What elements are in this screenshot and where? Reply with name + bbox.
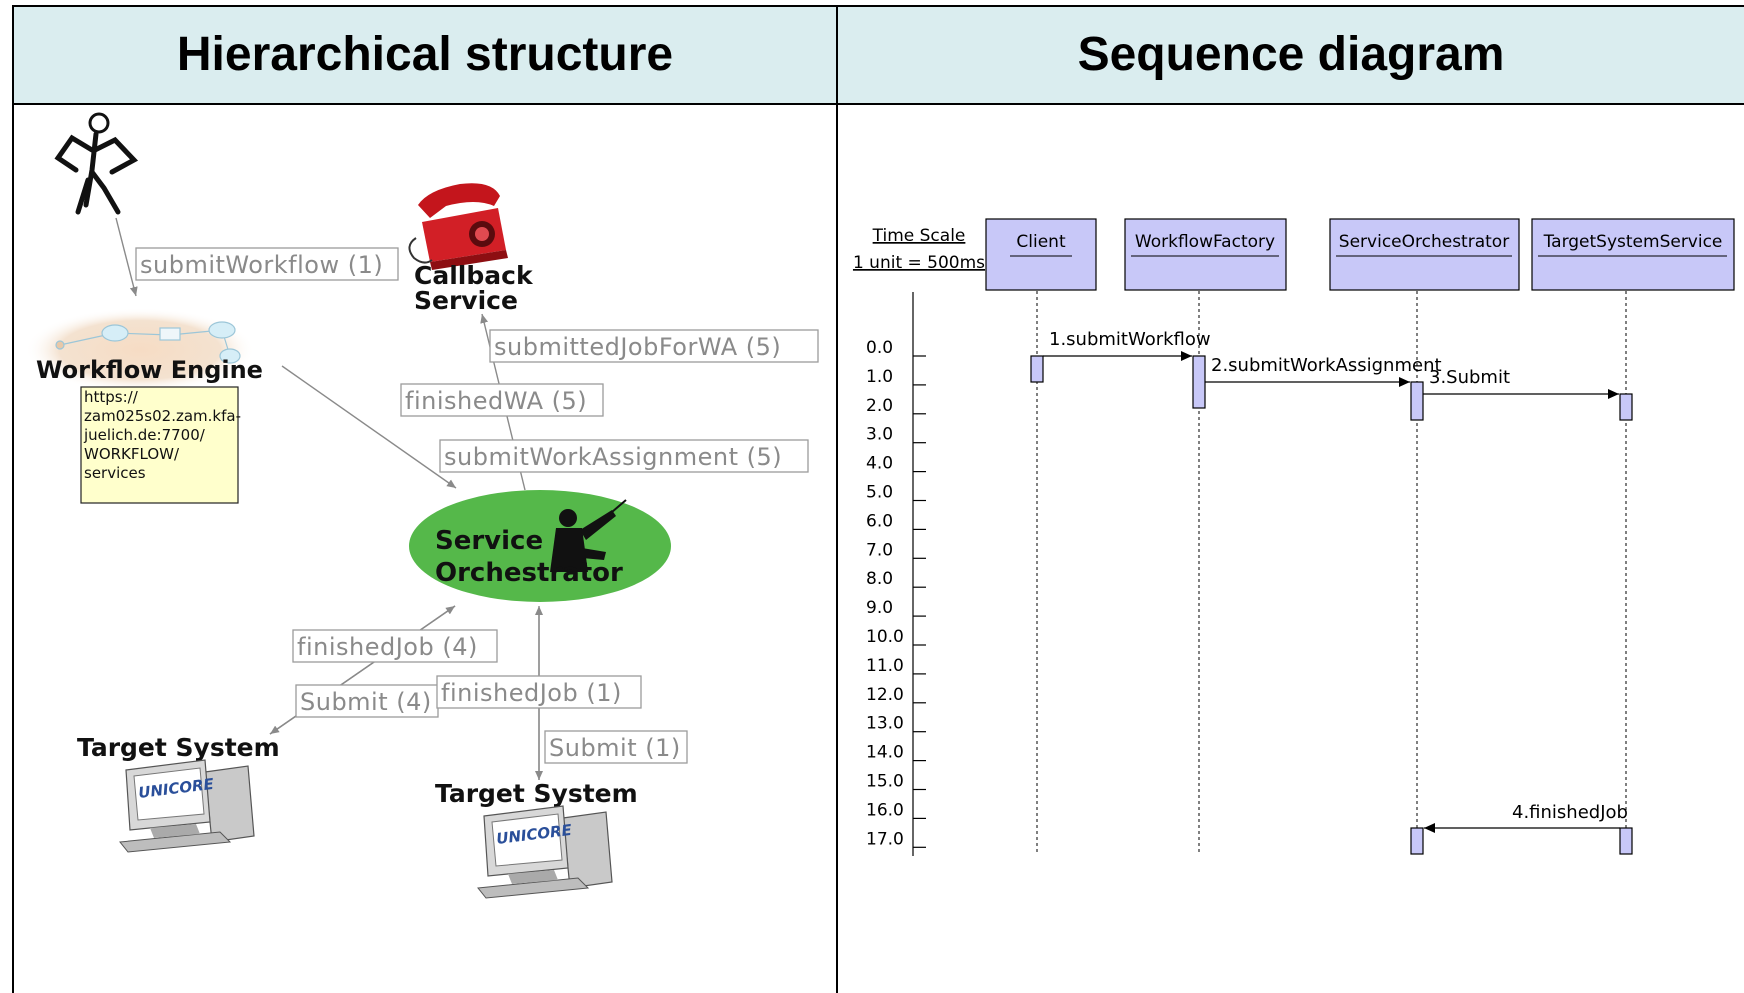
message-submit: 3.Submit (1423, 367, 1619, 399)
tick-label: 11.0 (866, 656, 904, 676)
svg-text:submittedJobForWA (5): submittedJobForWA (5) (494, 333, 781, 361)
left-header-title: Hierarchical structure (176, 27, 674, 81)
activation-client (1030, 355, 1044, 383)
label-finished-job-1: finishedJob (1) (436, 675, 642, 709)
participant-label: WorkflowFactory (1135, 232, 1275, 252)
label-submit-4: Submit (4) (295, 684, 439, 718)
tick-label: 4.0 (866, 454, 893, 474)
svg-text:Submit (1): Submit (1) (549, 734, 681, 762)
right-header: Sequence diagram (838, 5, 1744, 105)
label-submit-work-assignment: submitWorkAssignment (5) (439, 439, 809, 473)
label-submit-workflow: submitWorkflow (1) (135, 247, 399, 281)
computer-icon: UNICORE (119, 759, 255, 853)
tick-label: 8.0 (866, 569, 893, 589)
activation-target-2 (1619, 827, 1633, 855)
right-header-title: Sequence diagram (1077, 27, 1505, 81)
message-finished-job: 4.finishedJob (1424, 802, 1628, 833)
arrow-user-to-engine (115, 217, 138, 297)
activation-target-1 (1619, 393, 1633, 421)
stick-figure-icon (54, 112, 139, 215)
arrow-engine-to-orchestrator (281, 365, 457, 489)
tick-label: 10.0 (866, 627, 904, 647)
workflow-engine-title: Workflow Engine (36, 356, 263, 384)
participant-label: Client (1016, 232, 1066, 252)
time-ticks: 0.0 1.0 2.0 3.0 4.0 5.0 6.0 7.0 8.0 9.0 10.0 11.0 12… (866, 338, 926, 849)
tick-label: 9.0 (866, 598, 893, 618)
tick-label: 2.0 (866, 396, 893, 416)
sequence-diagram: Time Scale 1 unit = 500ms 0.0 1.0 2.0 3.0 4.… (853, 218, 1735, 856)
callback-service-line1: Callback (414, 261, 534, 290)
svg-text:finishedJob (4): finishedJob (4) (297, 633, 478, 661)
tick-label: 13.0 (866, 714, 904, 734)
message-submit-workflow: 1.submitWorkflow (1043, 329, 1211, 361)
column-divider (836, 5, 838, 993)
tick-label: 6.0 (866, 511, 893, 531)
svg-text:submitWorkAssignment (5): submitWorkAssignment (5) (444, 443, 782, 471)
tick-label: 14.0 (866, 743, 904, 763)
activation-orchestrator-2 (1410, 827, 1424, 855)
tooltip-line: zam025s02.zam.kfa- (84, 407, 241, 425)
service-orchestrator-node: Service Orchestrator (409, 490, 671, 602)
tooltip-line: services (84, 464, 146, 482)
hierarchy-diagram: Callback Service Workflow Engine https:/… (25, 112, 819, 899)
label-submitted-job-for-wa: submittedJobForWA (5) (489, 329, 819, 363)
label-finished-wa: finishedWA (5) (400, 383, 604, 417)
tick-label: 1.0 (866, 367, 893, 387)
tooltip-line: juelich.de:7700/ (83, 426, 206, 444)
participant-client: Client (985, 218, 1097, 291)
svg-text:submitWorkflow (1): submitWorkflow (1) (140, 251, 383, 279)
tick-label: 16.0 (866, 800, 904, 820)
computer-icon: UNICORE (477, 805, 613, 899)
tooltip-line: WORKFLOW/ (84, 445, 180, 463)
svg-text:finishedJob (1): finishedJob (1) (441, 679, 622, 707)
tick-label: 15.0 (866, 772, 904, 792)
svg-text:finishedWA (5): finishedWA (5) (405, 387, 587, 415)
workflow-network-icon (55, 321, 241, 364)
callback-service-line2: Service (414, 286, 518, 315)
time-scale-unit: 1 unit = 500ms (853, 253, 985, 273)
activations (1030, 355, 1633, 855)
target-system-label: Target System (77, 733, 280, 762)
tick-label: 7.0 (866, 540, 893, 560)
endpoint-tooltip: https:// zam025s02.zam.kfa- juelich.de:7… (80, 386, 241, 504)
svg-text:1.submitWorkflow: 1.submitWorkflow (1049, 329, 1211, 350)
tick-label: 0.0 (866, 338, 893, 358)
svg-text:4.finishedJob: 4.finishedJob (1512, 802, 1628, 823)
left-header: Hierarchical structure (12, 5, 838, 105)
orchestrator-line1: Service (435, 526, 543, 556)
participant-target-system-service: TargetSystemService (1531, 218, 1735, 291)
red-telephone-icon (408, 183, 508, 270)
tooltip-line: https:// (84, 388, 139, 406)
table-frame (12, 5, 1744, 993)
tick-label: 3.0 (866, 425, 893, 445)
svg-text:3.Submit: 3.Submit (1429, 367, 1510, 388)
participant-workflow-factory: WorkflowFactory (1124, 218, 1287, 291)
target-system-label: Target System (435, 779, 638, 808)
message-submit-work-assignment: 2.submitWorkAssignment (1205, 355, 1442, 387)
svg-text:2.submitWorkAssignment: 2.submitWorkAssignment (1211, 355, 1442, 376)
tick-label: 17.0 (866, 829, 904, 849)
tick-label: 5.0 (866, 483, 893, 503)
time-scale-title: Time Scale (872, 226, 966, 246)
orchestrator-line2: Orchestrator (435, 558, 623, 588)
conductor-icon (550, 499, 627, 572)
workflow-engine-node: Workflow Engine (25, 308, 263, 392)
activation-orchestrator-1 (1410, 381, 1424, 421)
participant-service-orchestrator: ServiceOrchestrator (1329, 218, 1520, 291)
svg-text:Submit (4): Submit (4) (300, 688, 432, 716)
label-finished-job-4: finishedJob (4) (292, 629, 498, 663)
participant-label: ServiceOrchestrator (1339, 232, 1509, 252)
tick-label: 12.0 (866, 685, 904, 705)
activation-workflow-factory (1192, 355, 1206, 409)
lifelines (1036, 291, 1627, 855)
label-submit-1: Submit (1) (544, 730, 688, 764)
participant-label: TargetSystemService (1543, 232, 1723, 252)
